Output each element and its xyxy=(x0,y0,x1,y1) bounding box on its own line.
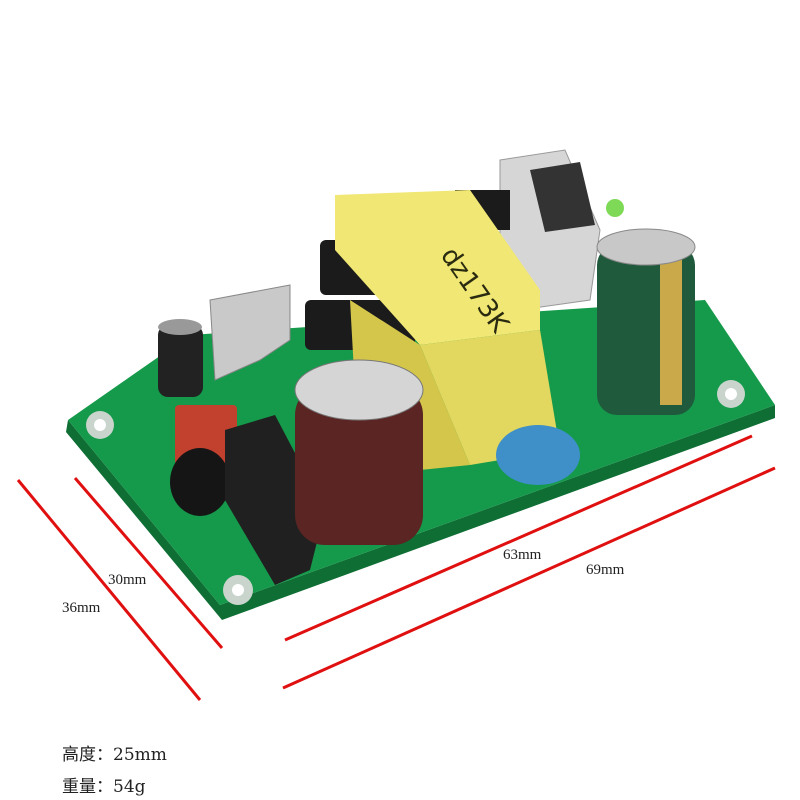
dimension-line-69mm xyxy=(282,466,776,690)
spec-height: 高度：25mm xyxy=(62,740,167,765)
mounting-hole xyxy=(717,380,745,408)
dimension-label-63mm: 63mm xyxy=(503,547,542,563)
dimension-lines xyxy=(16,434,776,701)
led xyxy=(606,199,624,217)
heatsink-fins xyxy=(530,162,595,232)
dimension-label-30mm: 30mm xyxy=(108,572,147,588)
mounting-hole xyxy=(86,411,114,439)
electrolytic-capacitor-large xyxy=(294,359,424,545)
spec-height-value: 25mm xyxy=(113,745,167,765)
dimension-label-69mm: 69mm xyxy=(586,562,625,578)
dimension-label-36mm: 36mm xyxy=(62,600,101,616)
dimension-line-63mm xyxy=(284,434,753,642)
y-capacitor xyxy=(496,425,580,485)
metal-bracket xyxy=(209,284,291,381)
spec-weight: 重量：54g xyxy=(62,772,146,797)
mounting-hole xyxy=(223,575,253,605)
bridge-rectifier xyxy=(225,415,325,585)
dimension-line-36mm xyxy=(16,479,202,701)
electrolytic-capacitor-green xyxy=(596,228,696,415)
spec-height-label: 高度： xyxy=(62,745,113,765)
small-capacitor xyxy=(158,319,203,397)
spec-weight-label: 重量： xyxy=(62,777,113,797)
spec-weight-value: 54g xyxy=(113,777,146,797)
dimension-line-30mm xyxy=(73,477,224,649)
thermistor xyxy=(170,448,230,516)
